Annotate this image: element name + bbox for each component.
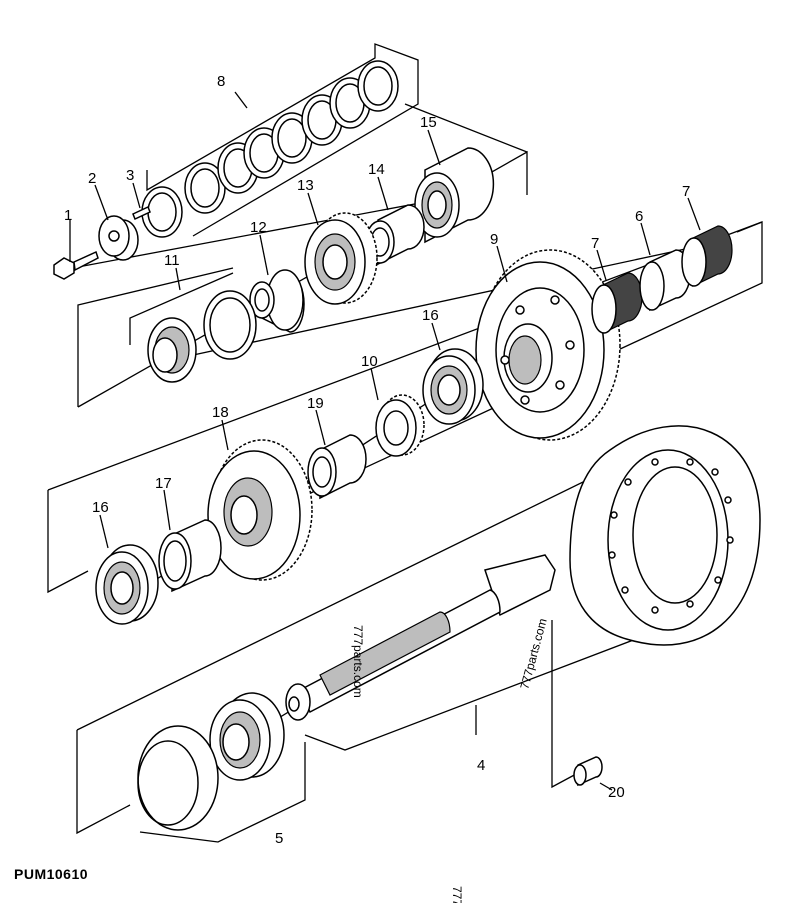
- snap-ring-set: [141, 60, 399, 238]
- callout-19: 19: [307, 395, 324, 412]
- callout-7-right: 7: [682, 183, 690, 200]
- callout-18: 18: [212, 404, 229, 421]
- drive-gear-small: [304, 212, 378, 305]
- callout-labels: 8 1 2 3 15 14 13 12 11 7 6 7 9 16 10 19 …: [64, 73, 690, 847]
- callout-1: 1: [64, 207, 72, 224]
- ring-gear: [569, 425, 761, 646]
- drive-gear-medium: [207, 439, 313, 581]
- callout-8: 8: [217, 73, 225, 90]
- bushing-sleeve-lower: [307, 434, 367, 500]
- callout-16-upper: 16: [422, 307, 439, 324]
- tapered-bearing-upper: [147, 290, 257, 383]
- callout-15: 15: [420, 114, 437, 131]
- needle-bearing-a: [591, 272, 643, 334]
- figure-reference-code: PUM10610: [14, 866, 89, 882]
- roller-bearing-mid: [422, 348, 484, 425]
- callout-6: 6: [635, 208, 643, 225]
- pinion-shaft: [285, 554, 556, 721]
- callout-14: 14: [368, 161, 385, 178]
- spur-gear-small: [375, 394, 425, 457]
- group-outline-bottom: [76, 457, 633, 843]
- group-outline-upper: [129, 43, 419, 345]
- callout-4: 4: [477, 757, 485, 774]
- bracket-20: [551, 620, 579, 789]
- callout-16-lower: 16: [92, 499, 109, 516]
- large-spur-gear: [475, 249, 621, 441]
- watermark-bottom: 777: [450, 886, 464, 903]
- spacer-collar: [158, 519, 222, 593]
- watermark-left: 777parts.com: [351, 625, 365, 698]
- callout-9: 9: [490, 231, 498, 248]
- pinion-bearing: [137, 692, 285, 831]
- spring-pin: [132, 205, 151, 221]
- stepped-hub: [249, 269, 305, 333]
- callout-10: 10: [361, 353, 378, 370]
- bracket-4: [304, 609, 713, 751]
- leader-lines: [69, 91, 701, 791]
- callout-2: 2: [88, 170, 96, 187]
- callout-11: 11: [164, 252, 180, 269]
- callout-5: 5: [275, 830, 283, 847]
- spacer-sleeve: [639, 249, 691, 312]
- callout-17: 17: [155, 475, 172, 492]
- callout-12: 12: [250, 219, 267, 236]
- watermark-right: 777parts.com: [517, 617, 549, 691]
- cap-screw: [53, 250, 99, 280]
- callout-7-left: 7: [591, 235, 599, 252]
- plug: [573, 756, 603, 787]
- callout-13: 13: [297, 177, 314, 194]
- thrust-washer: [98, 215, 139, 261]
- needle-bearing-b: [681, 225, 733, 287]
- callout-20: 20: [608, 784, 625, 801]
- callout-3: 3: [126, 167, 134, 184]
- roller-bearing-lower: [95, 544, 159, 625]
- splined-coupler: [414, 147, 495, 244]
